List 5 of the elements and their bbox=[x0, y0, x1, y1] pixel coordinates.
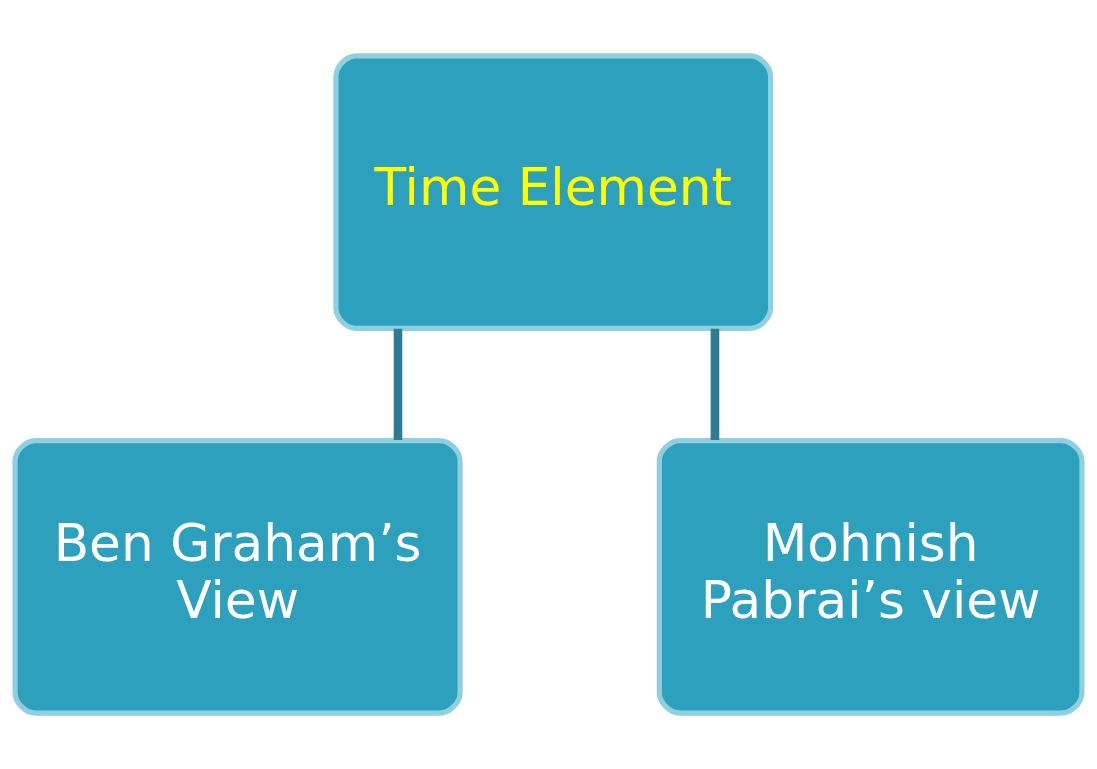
connector bbox=[393, 328, 403, 440]
node-box: Mohnish Pabrai’s view bbox=[656, 437, 1085, 716]
node-box: Time Element bbox=[333, 53, 774, 332]
connector bbox=[710, 328, 720, 440]
node-box: Ben Graham’s View bbox=[12, 437, 463, 716]
